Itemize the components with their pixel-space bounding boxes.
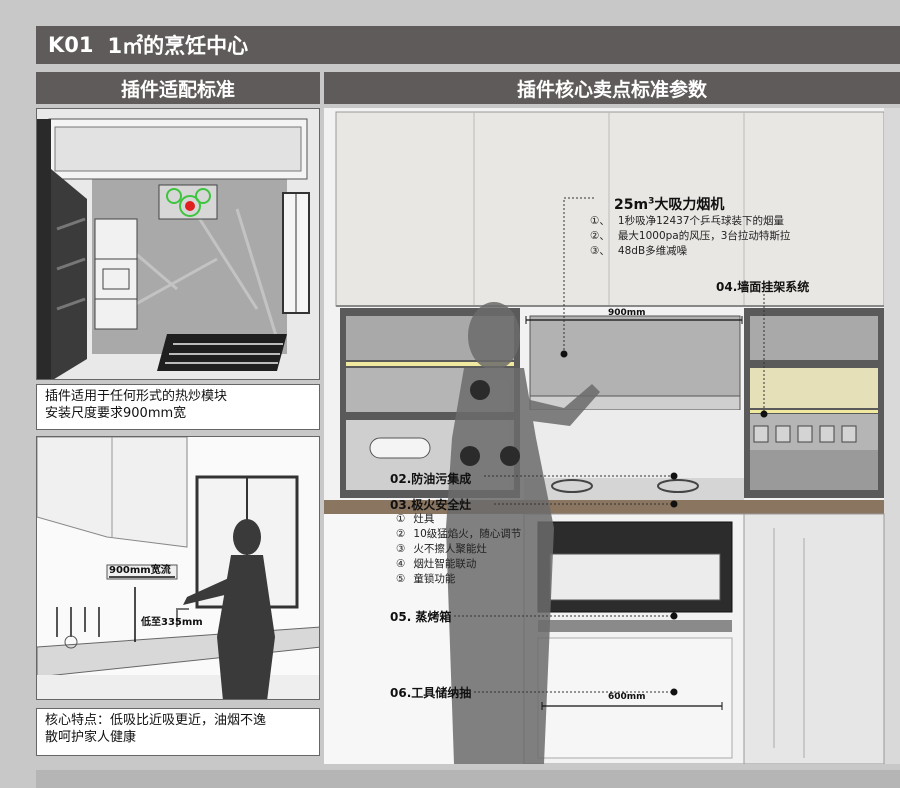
hood-feature-3-text: 48dB多维减噪 <box>617 245 688 257</box>
anti-oil-label: 02.防油污集成 <box>390 472 472 486</box>
adapt-caption-line-1: 插件适用于任何形式的热炒模块 <box>45 389 228 404</box>
hood-feature-2-text: 最大1000pa的风压，3台拉动特斯拉 <box>617 230 791 242</box>
plan-view-illustration <box>37 109 319 379</box>
perspective-illustration <box>37 437 319 699</box>
stove-feature-1-text: 灶具 <box>413 513 435 525</box>
stove-feature-5: ⑤ 童锁功能 <box>396 572 521 587</box>
footer-bar <box>36 770 900 788</box>
hood-feature-1-num: ①、 <box>590 215 610 227</box>
hood-title-prefix: 25m <box>614 197 649 213</box>
dim-900mm: 900mm <box>608 308 646 318</box>
hood-feature-2-num: ②、 <box>590 230 610 242</box>
stove-feature-4-num: ④ <box>396 558 406 570</box>
stove-title: 03.极火安全灶 <box>390 498 472 512</box>
plan-view-panel <box>36 108 320 380</box>
hood-feature-3: ③、 48dB多维减噪 <box>590 244 790 259</box>
dim-low-335: 低至335mm <box>141 617 203 628</box>
page-code: K01 <box>48 33 94 57</box>
kitchen-elevation-panel: 25m3大吸力烟机 ①、 1秒吸净12437个乒乓球装下的烟量 ②、最大1000p… <box>324 108 900 764</box>
stove-feature-2-num: ② <box>396 528 406 540</box>
adapt-caption: 插件适用于任何形式的热炒模块 安装尺度要求900mm宽 <box>36 384 320 430</box>
stove-feature-5-num: ⑤ <box>396 573 406 585</box>
perspective-panel: 900mm宽流 低至335mm <box>36 436 320 700</box>
drawer-label: 06.工具储纳抽 <box>390 686 472 700</box>
page-title-bar: K01 1㎡的烹饪中心 <box>36 26 900 64</box>
wall-rack-label: 04.墙面挂架系统 <box>716 280 810 294</box>
hood-title: 25m3大吸力烟机 <box>614 194 724 214</box>
adapt-caption-line-2: 安装尺度要求900mm宽 <box>45 406 187 421</box>
stove-feature-3-num: ③ <box>396 543 406 555</box>
hood-feature-1: ①、 1秒吸净12437个乒乓球装下的烟量 <box>590 214 790 229</box>
stove-feature-3: ③ 火不擦人聚能灶 <box>396 542 521 557</box>
stove-feature-list: ① 灶具 ② 10级猛焰火，随心调节 ③ 火不擦人聚能灶 ④ 烟灶智能联动 ⑤ 童锁功能 <box>396 512 521 587</box>
stove-feature-5-text: 童锁功能 <box>413 573 456 585</box>
stove-feature-1: ① 灶具 <box>396 512 521 527</box>
stove-feature-2-text: 10级猛焰火，随心调节 <box>413 528 522 540</box>
stove-feature-4: ④ 烟灶智能联动 <box>396 557 521 572</box>
oven-label: 05. 蒸烤箱 <box>390 610 452 624</box>
hood-feature-3-num: ③、 <box>590 245 610 257</box>
core-feature-line-2: 散呵护家人健康 <box>45 730 137 745</box>
hood-feature-1-text: 1秒吸净12437个乒乓球装下的烟量 <box>617 215 785 227</box>
stove-feature-3-text: 火不擦人聚能灶 <box>413 543 487 555</box>
stove-feature-1-num: ① <box>396 513 406 525</box>
dim-600mm: 600mm <box>608 692 646 702</box>
hood-title-sup: 3 <box>648 196 655 207</box>
page-title: 1㎡的烹饪中心 <box>107 34 249 58</box>
hood-title-suffix: 大吸力烟机 <box>654 197 725 213</box>
stove-feature-2: ② 10级猛焰火，随心调节 <box>396 527 521 542</box>
section-title-left: 插件适配标准 <box>36 72 320 104</box>
hood-feature-2: ②、最大1000pa的风压，3台拉动特斯拉 <box>590 229 790 244</box>
hood-feature-list: ①、 1秒吸净12437个乒乓球装下的烟量 ②、最大1000pa的风压，3台拉动特… <box>590 214 790 259</box>
dim-900-wide: 900mm宽流 <box>109 565 171 576</box>
kitchen-elevation-illustration <box>324 108 900 764</box>
stove-feature-4-text: 烟灶智能联动 <box>413 558 477 570</box>
core-feature-line-1: 核心特点：低吸比近吸更近，油烟不逸 <box>45 713 267 728</box>
section-title-right: 插件核心卖点标准参数 <box>324 72 900 104</box>
core-feature-caption: 核心特点：低吸比近吸更近，油烟不逸 散呵护家人健康 <box>36 708 320 756</box>
